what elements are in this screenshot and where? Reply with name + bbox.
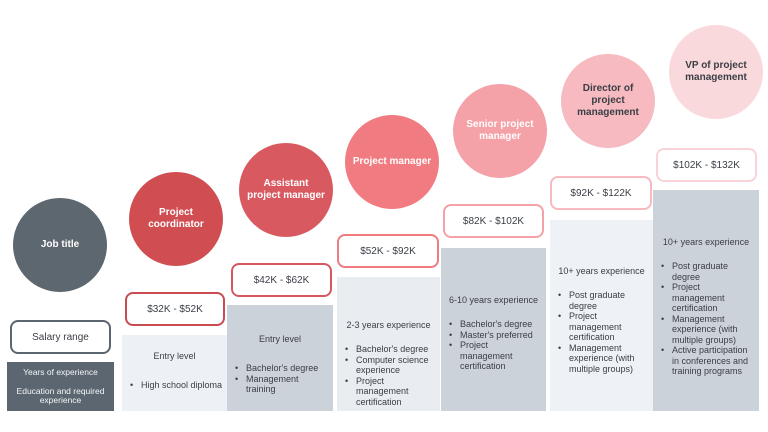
circle-senior-project-manager-label: Senior project manager <box>466 119 534 142</box>
circle-director-of-project-management-label: Director of project management <box>577 83 639 118</box>
salary-box-senior-project-manager: $82K - $102K <box>443 204 544 238</box>
details-senior-project-manager: 6-10 years experience Bachelor's degree … <box>441 248 546 411</box>
requirement-item: High school diploma <box>130 380 225 391</box>
salary-project-manager: $52K - $92K <box>360 245 416 257</box>
circle-director-of-project-management: Director of project management <box>561 54 655 148</box>
legend-salary-range-box: Salary range <box>10 320 111 354</box>
circle-senior-project-manager: Senior project manager <box>453 84 547 178</box>
salary-box-project-coordinator: $32K - $52K <box>125 292 225 326</box>
requirements-senior-project-manager: Bachelor's degree Master's preferred Pro… <box>441 319 546 372</box>
experience-director-of-project-management: 10+ years experience <box>558 266 645 276</box>
legend-years-label: Years of experience <box>23 367 98 377</box>
legend-info-box: Years of experience Education and requir… <box>7 362 114 411</box>
details-assistant-project-manager: Entry level Bachelor's degree Management… <box>227 305 333 411</box>
requirements-vp-of-project-management: Post graduate degree Project management … <box>653 261 759 377</box>
circle-assistant-project-manager-label: Assistant project manager <box>247 178 325 201</box>
legend-job-title-label: Job title <box>40 239 80 250</box>
details-project-coordinator: Entry level High school diploma <box>122 335 227 411</box>
requirement-item: Management training <box>235 374 326 395</box>
requirement-item: Bachelor's degree <box>235 363 326 374</box>
experience-assistant-project-manager: Entry level <box>258 334 302 344</box>
legend-education-label: Education and required experience <box>16 385 105 405</box>
salary-senior-project-manager: $82K - $102K <box>462 215 525 227</box>
circle-project-manager: Project manager <box>345 115 439 209</box>
requirement-item: Post graduate degree <box>558 290 646 311</box>
requirements-director-of-project-management: Post graduate degree Project management … <box>550 290 653 374</box>
requirement-item: Project management certification <box>345 376 433 408</box>
requirement-item: Project management certification <box>661 282 752 314</box>
salary-box-vp-of-project-management: $102K - $132K <box>656 148 757 182</box>
requirement-item: Post graduate degree <box>661 261 752 282</box>
circle-project-coordinator-label: Project coordinator <box>148 207 204 230</box>
salary-project-coordinator: $32K - $52K <box>147 303 203 315</box>
details-director-of-project-management: 10+ years experience Post graduate degre… <box>550 220 653 411</box>
experience-project-manager: 2-3 years experience <box>346 320 431 330</box>
requirement-item: Master's preferred <box>449 330 539 341</box>
experience-vp-of-project-management: 10+ years experience <box>662 237 750 247</box>
details-vp-of-project-management: 10+ years experience Post graduate degre… <box>653 190 759 411</box>
salary-assistant-project-manager: $42K - $62K <box>253 274 310 286</box>
requirement-item: Bachelor's degree <box>345 344 433 355</box>
requirement-item: Computer science experience <box>345 355 433 376</box>
details-project-manager: 2-3 years experience Bachelor's degree C… <box>337 277 440 411</box>
requirement-item: Project management certification <box>558 311 646 343</box>
salary-box-director-of-project-management: $92K - $122K <box>550 176 652 210</box>
requirements-assistant-project-manager: Bachelor's degree Management training <box>227 363 333 395</box>
experience-project-coordinator: Entry level <box>153 351 196 361</box>
requirement-item: Project management certification <box>449 340 539 372</box>
requirement-item: Bachelor's degree <box>449 319 539 330</box>
requirement-item: Active participation in conferences and … <box>661 345 752 377</box>
circle-assistant-project-manager: Assistant project manager <box>239 143 333 237</box>
circle-project-manager-label: Project manager <box>352 156 432 167</box>
experience-senior-project-manager: 6-10 years experience <box>448 295 539 305</box>
requirement-item: Management experience (with multiple gro… <box>661 314 752 346</box>
circle-vp-of-project-management: VP of project management <box>669 25 763 119</box>
requirements-project-manager: Bachelor's degree Computer science exper… <box>337 344 440 407</box>
salary-vp-of-project-management: $102K - $132K <box>673 159 740 171</box>
salary-box-project-manager: $52K - $92K <box>337 234 439 268</box>
requirement-item: Management experience (with multiple gro… <box>558 343 646 375</box>
legend-job-title-circle: Job title <box>13 198 107 292</box>
salary-director-of-project-management: $92K - $122K <box>570 187 632 199</box>
salary-box-assistant-project-manager: $42K - $62K <box>231 263 332 297</box>
circle-project-coordinator: Project coordinator <box>129 172 223 266</box>
requirements-project-coordinator: High school diploma <box>122 380 227 391</box>
legend-salary-range-label: Salary range <box>32 331 89 343</box>
circle-vp-of-project-management-label: VP of project management <box>685 60 747 83</box>
